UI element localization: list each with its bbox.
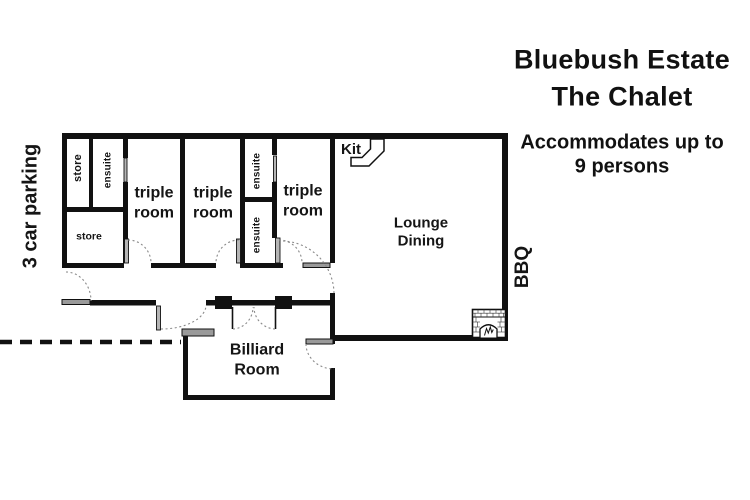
room-label-ensuite-mid-upper: ensuite xyxy=(251,152,263,190)
room-label-billiard: Billiard Room xyxy=(229,341,285,378)
walls xyxy=(62,133,508,400)
room-label-triple-1: triple room xyxy=(134,184,174,221)
capacity-line1: Accommodates up to xyxy=(520,131,724,154)
double-door-leaves xyxy=(231,307,277,329)
kitchen-counter-icon xyxy=(350,138,385,167)
parking-label: 3 car parking xyxy=(19,143,42,269)
bbq-label: BBQ xyxy=(512,245,533,289)
room-label-lounge-dining: Lounge Dining xyxy=(393,214,449,250)
property-title: The Chalet xyxy=(551,81,693,112)
capacity-line2: 9 persons xyxy=(574,155,670,178)
room-label-triple-2: triple room xyxy=(193,184,233,221)
room-label-store-lower: store xyxy=(76,230,102,243)
door-leaves xyxy=(123,155,281,331)
room-label-ensuite-nw: ensuite xyxy=(102,151,114,189)
room-label-kitchen: Kit xyxy=(341,140,361,158)
estate-title: Bluebush Estate xyxy=(513,44,731,75)
room-label-ensuite-mid-lower: ensuite xyxy=(251,216,263,254)
room-label-triple-3: triple room xyxy=(283,182,323,219)
fireplace-icon xyxy=(471,308,507,339)
door-swing-arcs xyxy=(65,239,335,370)
room-label-store-upper: store xyxy=(72,154,84,182)
window-sills xyxy=(61,262,334,345)
